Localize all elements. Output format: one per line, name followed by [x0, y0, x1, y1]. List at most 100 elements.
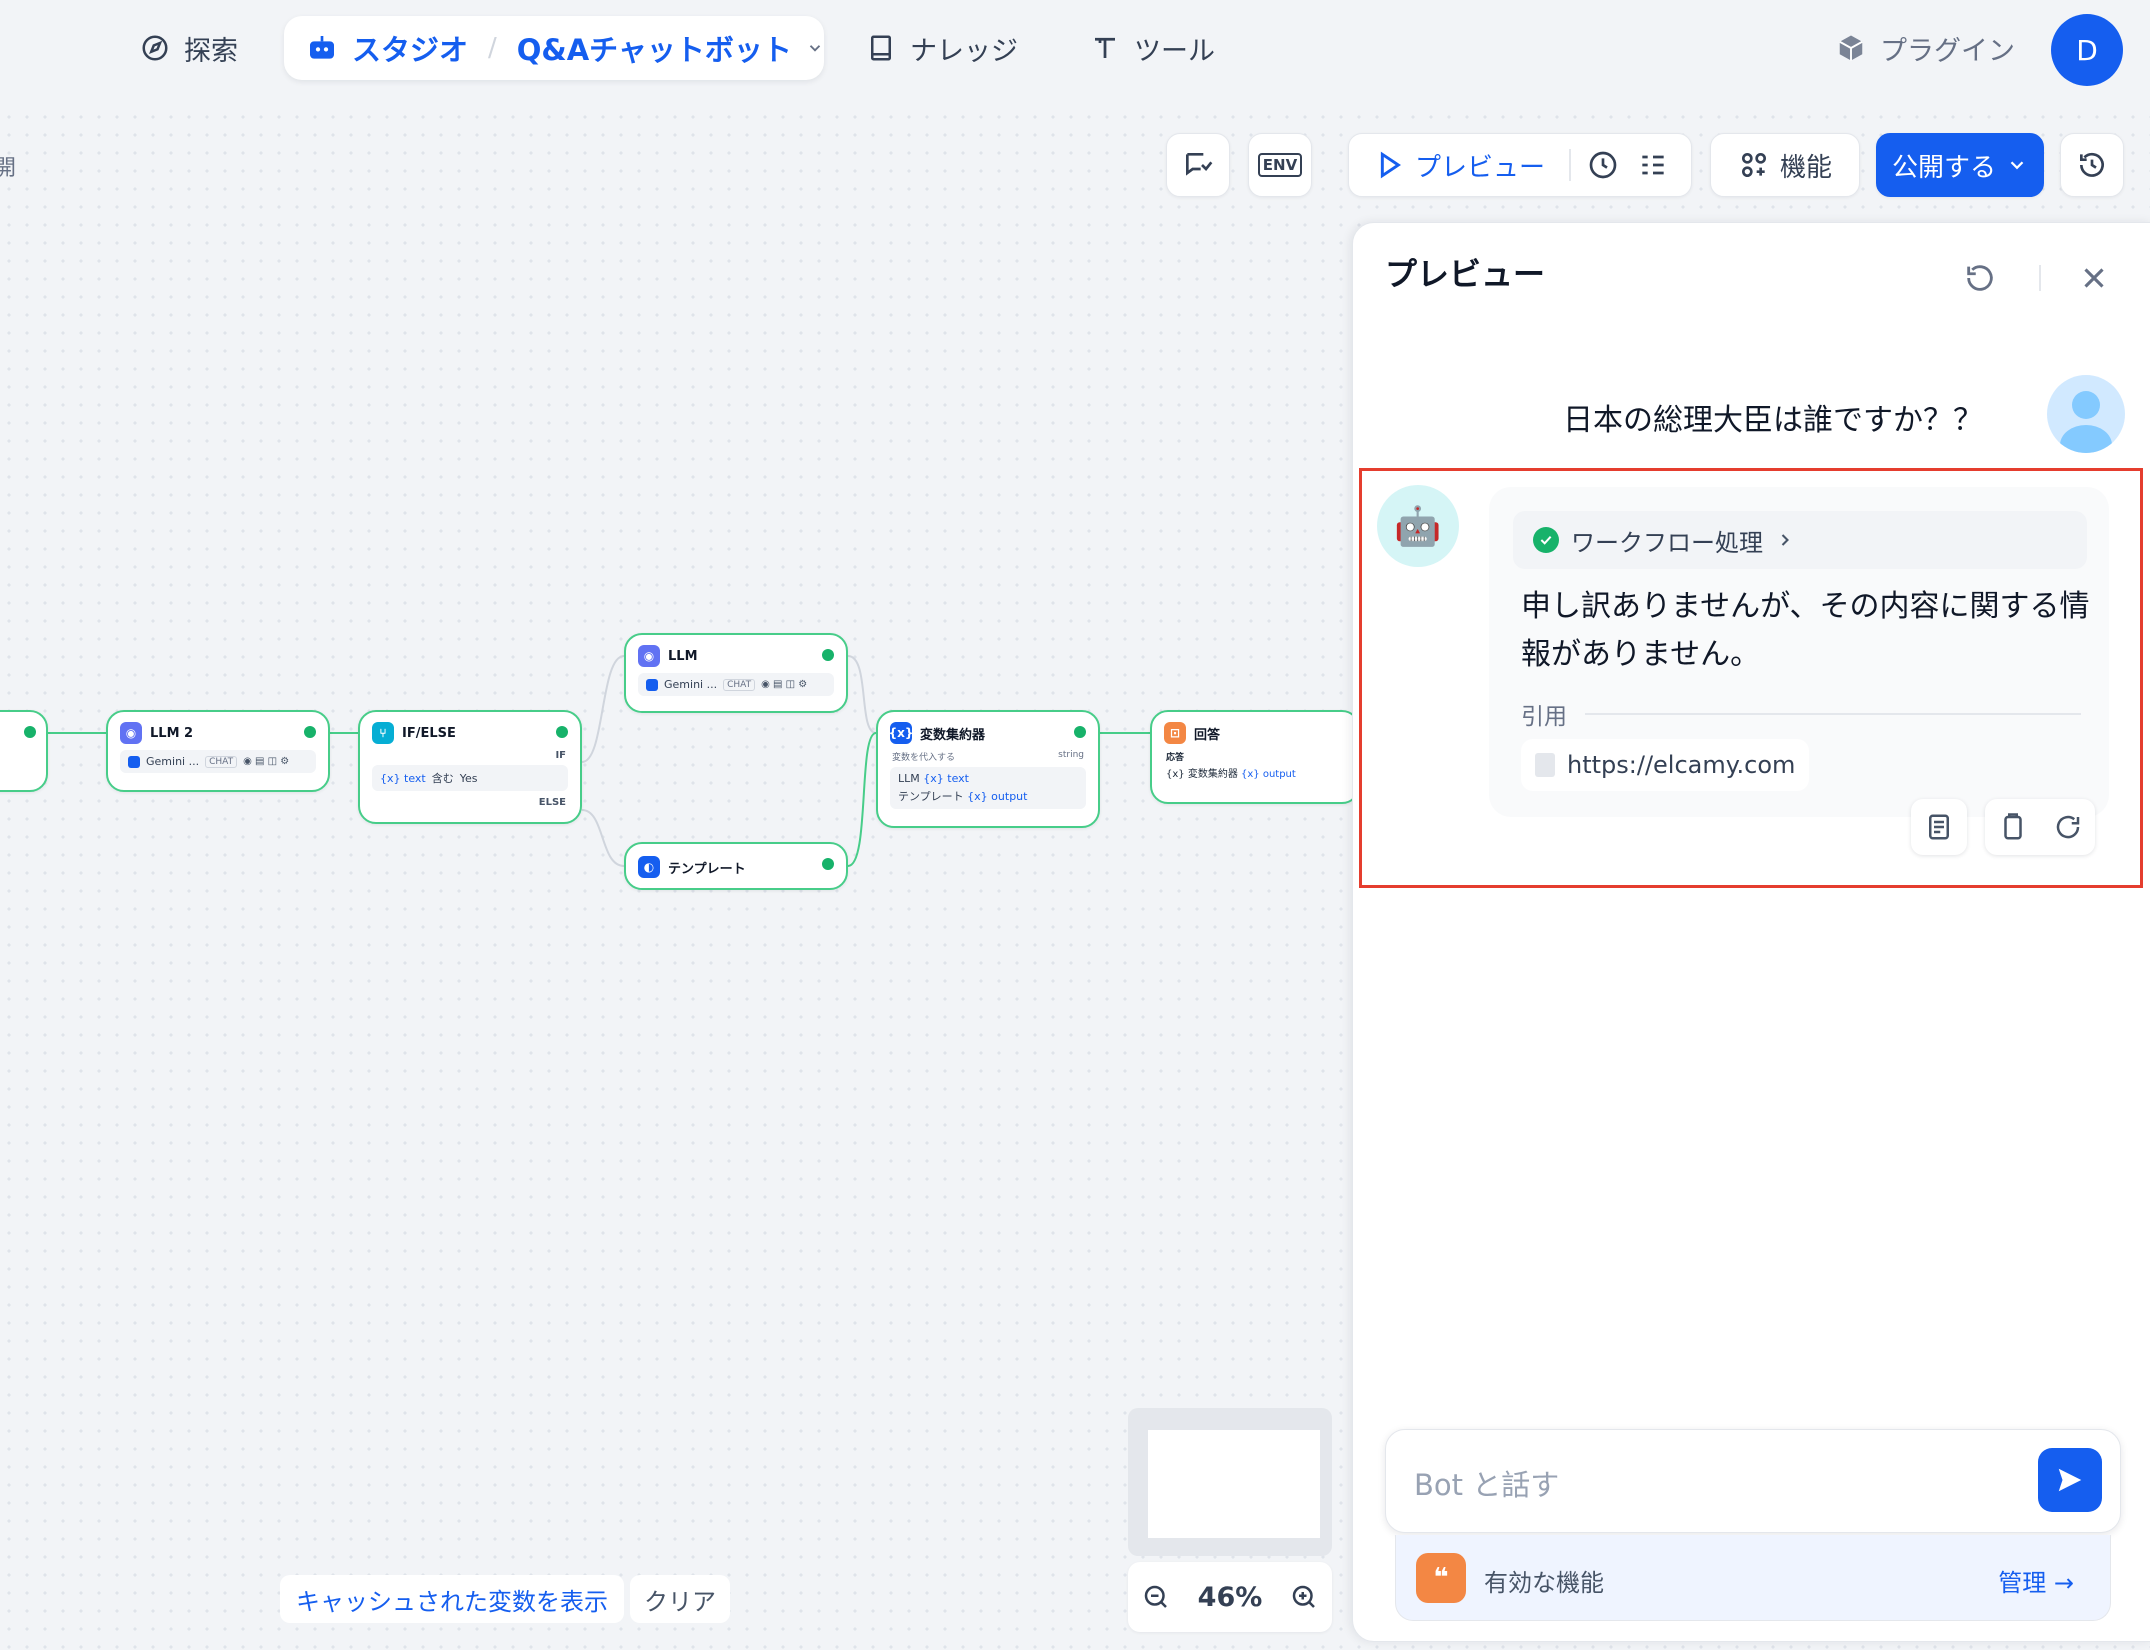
log-button[interactable]: [1911, 799, 1967, 855]
toolbar-divider: [1569, 149, 1572, 181]
nav-studio-label: スタジオ: [352, 33, 469, 67]
publish-label: 公開する: [1891, 152, 1996, 183]
model-feature-icons: ◉ ▤ ◫ ⚙: [761, 679, 808, 690]
breadcrumb-separator: /: [488, 33, 497, 63]
refresh-icon[interactable]: [1963, 261, 1997, 295]
regenerate-icon[interactable]: [2053, 812, 2083, 842]
gemini-icon: [646, 678, 658, 691]
node-answer-title: 回答: [1194, 727, 1221, 743]
preview-group: プレビュー: [1348, 133, 1692, 197]
node-llm[interactable]: ◉LLM Gemini ...CHAT◉ ▤ ◫ ⚙: [624, 633, 848, 713]
bot-avatar: 🤖: [1377, 485, 1459, 567]
agg-row1-src: LLM: [898, 772, 920, 785]
env-button[interactable]: ENV: [1248, 133, 1312, 197]
play-icon: [1380, 151, 1401, 179]
features-button[interactable]: 機能: [1710, 133, 1860, 197]
success-dot: [304, 726, 316, 738]
user-avatar-button[interactable]: D: [2051, 14, 2123, 86]
chevron-down-icon[interactable]: [806, 39, 824, 57]
chevron-right-icon: [1781, 534, 1789, 546]
nav-explore[interactable]: 探索: [140, 18, 238, 78]
copy-icon[interactable]: [1998, 812, 2028, 842]
send-icon: [2058, 1468, 2082, 1492]
success-dot: [556, 726, 568, 738]
checklist-icon[interactable]: [1637, 149, 1669, 181]
start-node[interactable]: [0, 710, 48, 792]
answer-response-label: 応答: [1166, 753, 1185, 763]
cond-val: Yes: [459, 771, 478, 785]
env-icon: ENV: [1257, 153, 1303, 177]
manage-link[interactable]: 管理 →: [1998, 1569, 2074, 1597]
clear-button[interactable]: クリア: [630, 1575, 730, 1623]
chat-input-box[interactable]: Bot と話す: [1385, 1429, 2121, 1533]
node-template-title: テンプレート: [668, 861, 746, 877]
history-icon: [2080, 152, 2104, 177]
answer-src: {x} 変数集約器: [1166, 769, 1238, 780]
workflow-process-toggle[interactable]: ワークフロー処理: [1513, 511, 2087, 569]
agg-row2-src: テンプレート: [898, 790, 964, 803]
send-button[interactable]: [2038, 1448, 2102, 1512]
success-dot: [24, 726, 36, 738]
success-dot: [822, 649, 834, 661]
publish-button[interactable]: 公開する: [1876, 133, 2044, 197]
zoom-out-icon[interactable]: [1141, 1582, 1171, 1612]
close-icon[interactable]: [2077, 261, 2111, 295]
enabled-features-label: 有効な機能: [1484, 1569, 1604, 1597]
workflow-edges: [48, 655, 1150, 867]
citation-url: https://elcamy.com: [1567, 751, 1796, 779]
preview-title: プレビュー: [1385, 255, 1546, 293]
citation-link[interactable]: https://elcamy.com: [1521, 739, 1810, 791]
chat-input-placeholder[interactable]: Bot と話す: [1414, 1468, 1560, 1502]
enabled-features-bar: ❝ 有効な機能 管理 →: [1395, 1535, 2111, 1621]
node-llm-tag: CHAT: [723, 678, 756, 691]
bot-answer-bubble: ワークフロー処理 申し訳ありませんが、その内容に関する情報がありません。 引用 …: [1489, 487, 2109, 817]
gemini-icon: [128, 755, 140, 768]
llm-icon: ◉: [638, 645, 660, 667]
model-feature-icons: ◉ ▤ ◫ ⚙: [243, 756, 290, 767]
node-llm2-title: LLM 2: [150, 725, 194, 741]
nav-explore-label: 探索: [184, 35, 238, 67]
hammer-icon: [1095, 37, 1115, 58]
minimap-viewport[interactable]: [1148, 1430, 1320, 1538]
preview-button[interactable]: プレビュー: [1415, 152, 1546, 183]
citation-divider: [1585, 713, 2081, 715]
zoom-level[interactable]: 46%: [1197, 1581, 1263, 1613]
checklist-button[interactable]: [1166, 133, 1230, 197]
nav-studio[interactable]: スタジオ / Q&Aチャットボット: [284, 16, 824, 80]
book-icon: [871, 35, 891, 61]
user-avatar: [2047, 375, 2125, 453]
nav-plugins[interactable]: プラグイン: [1836, 18, 2015, 78]
nav-tools[interactable]: ツール: [1090, 18, 1215, 78]
chevron-down-icon: [2010, 161, 2024, 170]
node-llm2-tag: CHAT: [205, 755, 238, 768]
nav-knowledge[interactable]: ナレッジ: [866, 18, 1018, 78]
node-template[interactable]: ◐ テンプレート: [624, 842, 848, 890]
node-llm2-model: Gemini ...: [146, 755, 200, 768]
quote-icon: ❝: [1416, 1553, 1466, 1603]
document-icon: [1535, 753, 1555, 777]
log-icon: [1929, 814, 1949, 840]
cond-op: 含む: [431, 772, 454, 785]
cube-icon: [1839, 35, 1863, 61]
show-cache-button[interactable]: キャッシュされた変数を表示: [280, 1575, 624, 1623]
agg-row1-var: {x} text: [923, 772, 969, 785]
version-history-button[interactable]: [2060, 133, 2124, 197]
run-history-icon[interactable]: [1587, 149, 1619, 181]
success-dot: [822, 858, 834, 870]
llm-icon: ◉: [120, 722, 142, 744]
node-answer[interactable]: ⊡ 回答 応答 {x} 変数集約器 {x} output: [1150, 710, 1360, 804]
answer-icon: ⊡: [1164, 722, 1186, 744]
answer-var: {x} output: [1241, 769, 1296, 780]
robot-icon: [310, 36, 334, 59]
left-panel-fragment: 開: [0, 156, 17, 181]
zoom-in-icon[interactable]: [1289, 1582, 1319, 1612]
app-name[interactable]: Q&Aチャットボット: [516, 33, 792, 67]
workflow-process-label: ワークフロー処理: [1571, 528, 1763, 557]
template-icon: ◐: [638, 856, 660, 878]
minimap[interactable]: [1128, 1408, 1332, 1556]
nav-plugins-label: プラグイン: [1880, 35, 2015, 67]
features-label: 機能: [1779, 152, 1832, 183]
node-llm2[interactable]: ◉ LLM 2 Gemini ... CHAT ◉ ▤ ◫ ⚙: [106, 710, 330, 792]
